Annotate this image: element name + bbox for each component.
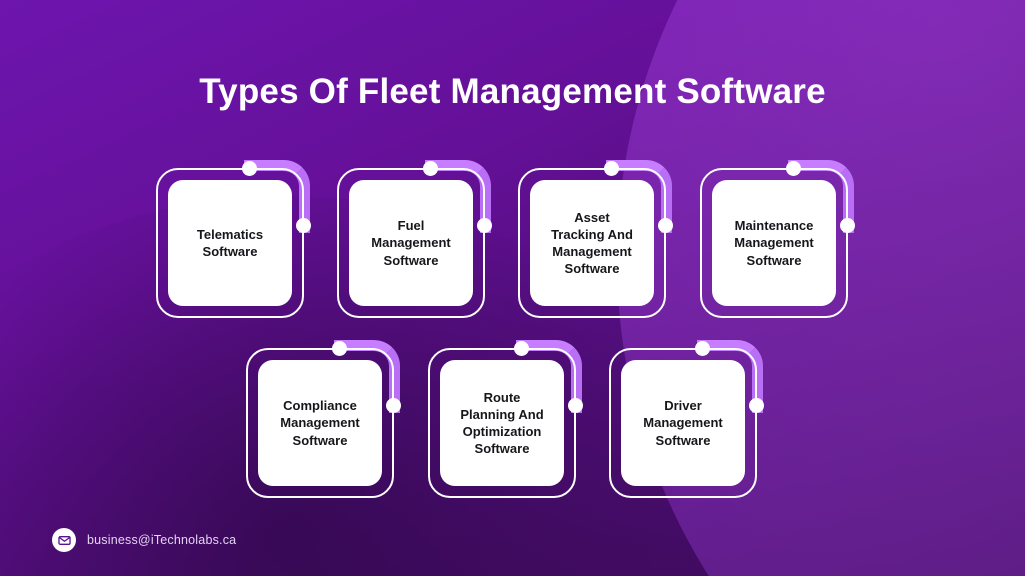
card-connector-dot-right (568, 398, 583, 413)
card-corner-arc (516, 340, 582, 413)
card-body: Route Planning And Optimization Software (440, 360, 564, 486)
card-outline (428, 348, 576, 498)
software-card[interactable]: Fuel Management Software (337, 160, 492, 318)
card-connector-dot-right (658, 218, 673, 233)
card-connector-dot-top (786, 161, 801, 176)
card-body: Asset Tracking And Management Software (530, 180, 654, 306)
card-label: Route Planning And Optimization Software (460, 389, 544, 457)
software-card[interactable]: Telematics Software (156, 160, 311, 318)
card-corner-arc (697, 340, 763, 413)
software-card[interactable]: Asset Tracking And Management Software (518, 160, 673, 318)
card-outline (609, 348, 757, 498)
card-label: Telematics Software (196, 226, 264, 259)
card-corner-arc (244, 160, 310, 233)
card-connector-dot-top (332, 341, 347, 356)
card-label: Driver Management Software (643, 398, 723, 448)
card-body: Compliance Management Software (258, 360, 382, 486)
footer: business@iTechnolabs.ca (52, 528, 236, 552)
software-card[interactable]: Maintenance Management Software (700, 160, 855, 318)
card-body: Telematics Software (168, 180, 292, 306)
card-label: Maintenance Management Software (734, 218, 814, 268)
card-body: Driver Management Software (621, 360, 745, 486)
card-connector-dot-top (423, 161, 438, 176)
card-connector-dot-right (296, 218, 311, 233)
card-outline (156, 168, 304, 318)
card-corner-arc (425, 160, 491, 233)
card-outline (518, 168, 666, 318)
card-connector-dot-right (749, 398, 764, 413)
software-card[interactable]: Route Planning And Optimization Software (428, 340, 583, 498)
footer-email-text: business@iTechnolabs.ca (87, 533, 237, 547)
card-corner-arc (334, 340, 400, 413)
software-card[interactable]: Driver Management Software (609, 340, 764, 498)
card-body: Maintenance Management Software (712, 180, 836, 306)
envelope-icon (52, 528, 76, 552)
card-label: Fuel Management Software (371, 218, 451, 268)
card-outline (246, 348, 394, 498)
card-connector-dot-top (695, 341, 710, 356)
card-outline (700, 168, 848, 318)
card-body: Fuel Management Software (349, 180, 473, 306)
card-corner-arc (788, 160, 854, 233)
card-connector-dot-right (477, 218, 492, 233)
card-connector-dot-top (514, 341, 529, 356)
card-connector-dot-right (386, 398, 401, 413)
card-outline (337, 168, 485, 318)
card-connector-dot-top (604, 161, 619, 176)
software-card[interactable]: Compliance Management Software (246, 340, 401, 498)
card-connector-dot-top (242, 161, 257, 176)
card-label: Asset Tracking And Management Software (551, 209, 633, 277)
card-label: Compliance Management Software (280, 398, 360, 448)
page-title: Types Of Fleet Management Software (199, 72, 826, 111)
card-corner-arc (606, 160, 672, 233)
card-connector-dot-right (840, 218, 855, 233)
